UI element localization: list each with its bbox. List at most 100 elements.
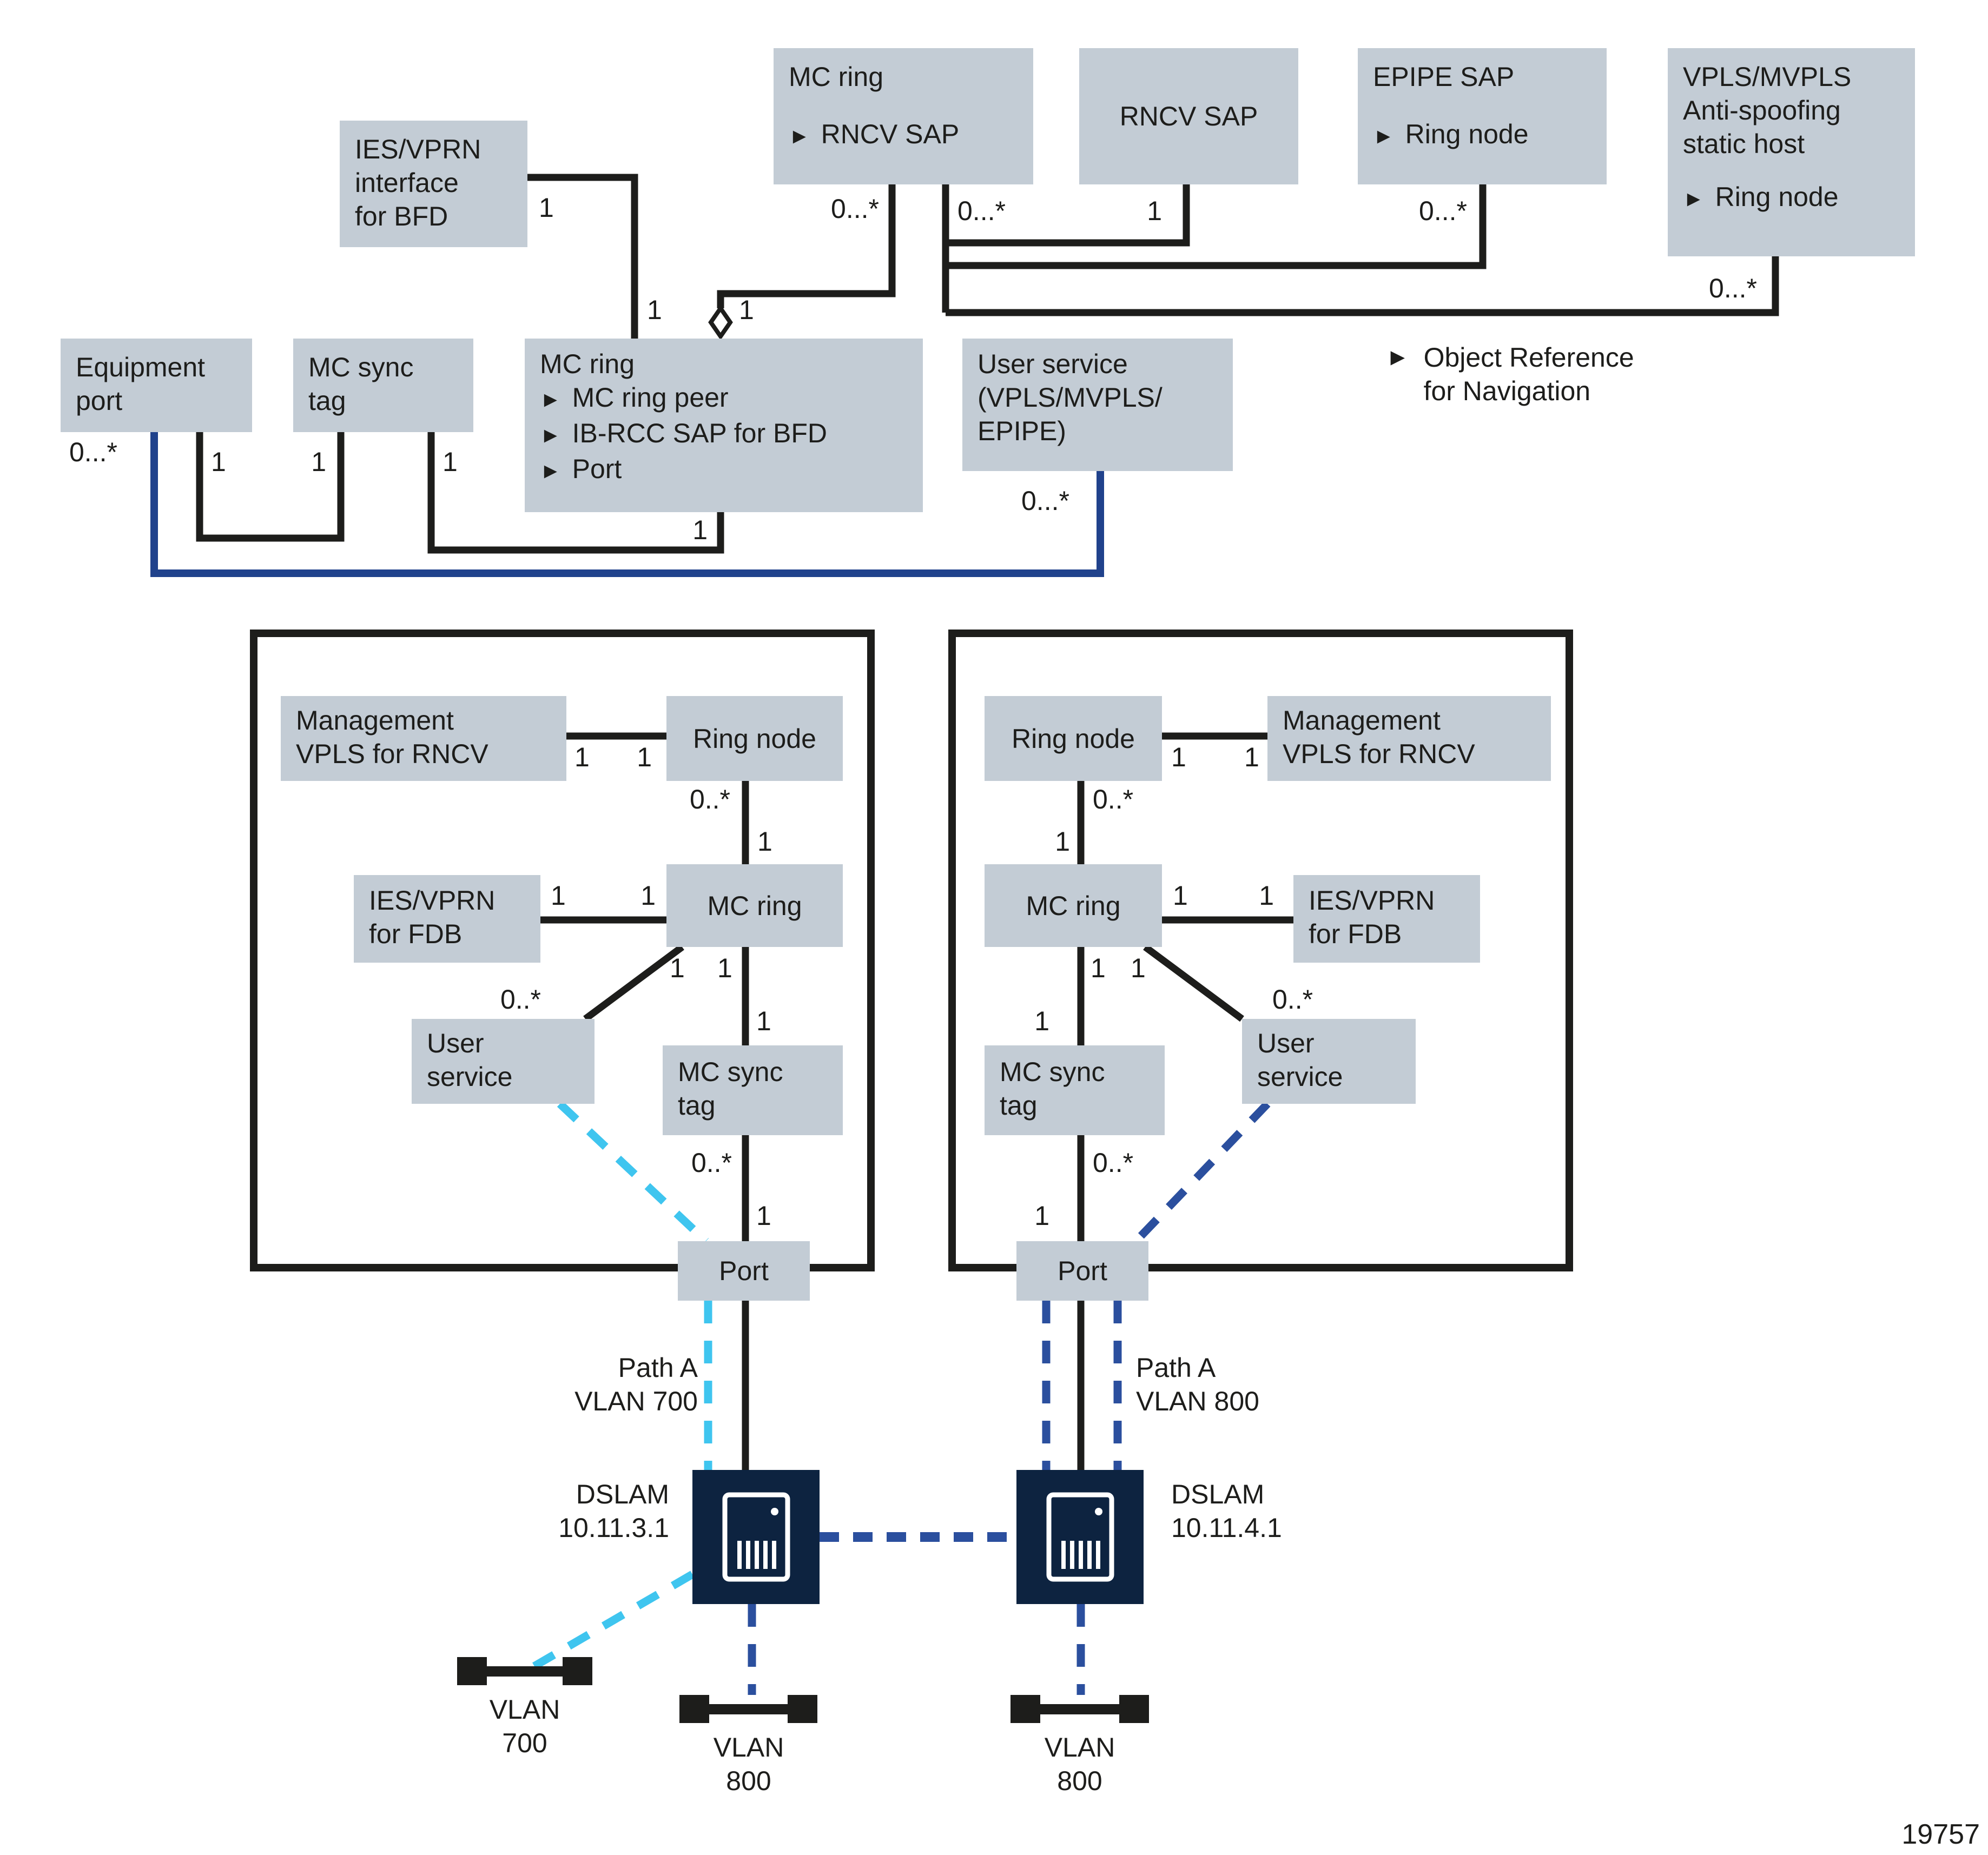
reference-label: IB-RCC SAP for BFD: [572, 418, 827, 448]
multiplicity-label: 1: [739, 295, 754, 325]
box-line: IES/VPRN: [1309, 885, 1435, 916]
node1-class-box-ring-node: Ring node: [666, 696, 843, 781]
reference-label: MC ring peer: [572, 382, 729, 413]
vlan-800-left-terminator-icon: [679, 1695, 817, 1723]
reference-label: Port: [572, 454, 622, 484]
class-box-ies-vprn-interface-for-bfd: IES/VPRN interface for BFD: [340, 121, 527, 247]
box-line: for BFD: [355, 201, 448, 231]
object-reference-arrow-icon: ►: [789, 124, 810, 148]
legend-line: for Navigation: [1423, 376, 1591, 406]
path-a-vlan-800-label: Path A VLAN 800: [1136, 1351, 1259, 1418]
box-line: IES/VPRN: [369, 885, 496, 916]
multiplicity-label: 0..*: [1093, 1148, 1134, 1178]
multiplicity-label: 0...*: [1021, 486, 1069, 516]
box-title: Port: [719, 1256, 769, 1286]
multiplicity-label: 1: [637, 742, 652, 772]
object-reference-row: ► Port: [540, 452, 912, 488]
vlan-800-right-label: VLAN 800: [1026, 1731, 1134, 1798]
box-title: Ring node: [693, 723, 816, 754]
node2-class-box-ring-node: Ring node: [985, 696, 1162, 781]
node2-class-box-port: Port: [1016, 1241, 1148, 1301]
box-line: Anti-spoofing: [1683, 95, 1841, 125]
multiplicity-label: 1: [692, 515, 708, 545]
vlan-700-label: VLAN 700: [471, 1693, 579, 1760]
multiplicity-label: 0..*: [1093, 784, 1134, 814]
box-line: tag: [1000, 1090, 1038, 1121]
box-line: Management: [1283, 705, 1441, 736]
box-line: User: [427, 1028, 484, 1058]
object-reference-row: ► Ring node: [1683, 180, 1904, 216]
multiplicity-label: 1: [1034, 1201, 1049, 1231]
box-line: tag: [308, 386, 346, 416]
path-label-line: Path A: [618, 1353, 698, 1383]
vlan-word: VLAN: [713, 1732, 784, 1763]
vlan-word: VLAN: [1044, 1732, 1115, 1763]
box-title: MC ring: [707, 890, 802, 921]
assoc-mc-ring-sap-to-mc-ring-aggregation-line: [717, 184, 896, 308]
multiplicity-label: 1: [311, 447, 326, 477]
object-reference-arrow-icon: ►: [1373, 124, 1395, 148]
class-box-equipment-port: Equipment port: [61, 339, 252, 432]
box-line: for FDB: [1309, 919, 1402, 949]
box-line: VPLS for RNCV: [1283, 739, 1475, 769]
multiplicity-label: 1: [539, 193, 554, 223]
box-line: MC sync: [678, 1057, 783, 1087]
path-label-line: Path A: [1136, 1353, 1216, 1383]
multiplicity-label: 0...*: [831, 194, 879, 224]
dslam1-to-vlan700-dashed-line: [530, 1571, 695, 1671]
multiplicity-label: 0..*: [1272, 984, 1313, 1015]
dslam-name: DSLAM: [1171, 1479, 1265, 1509]
multiplicity-label: 1: [1131, 953, 1146, 983]
multiplicity-label: 1: [1244, 742, 1259, 772]
object-reference-arrow-icon: ►: [540, 388, 562, 412]
path-label-line: VLAN 800: [1136, 1386, 1259, 1416]
node2-class-box-ies-vprn-fdb: IES/VPRN for FDB: [1293, 875, 1480, 963]
box-title: MC ring: [1026, 890, 1121, 921]
object-reference-arrow-icon: ►: [1683, 187, 1705, 211]
multiplicity-label: 1: [211, 447, 226, 477]
multiplicity-label: 1: [1091, 953, 1106, 983]
box-line: MC sync: [308, 352, 414, 382]
dslam1-label: DSLAM 10.11.3.1: [508, 1478, 669, 1545]
figure-number: 19757: [1901, 1819, 1980, 1850]
node1-class-box-mc-ring: MC ring: [666, 864, 843, 947]
multiplicity-label: 1: [717, 953, 732, 983]
multiplicity-label: 1: [1173, 880, 1188, 911]
multiplicity-label: 1: [1259, 880, 1274, 911]
node2-frame: [948, 630, 1573, 1271]
multiplicity-label: 1: [757, 826, 772, 857]
class-box-mc-ring-rncv-sap: MC ring ► RNCV SAP: [774, 48, 1033, 184]
class-box-vpls-antispoofing-static-host: VPLS/MVPLS Anti-spoofing static host ► R…: [1668, 48, 1915, 256]
vlan-800-right-terminator-icon: [1010, 1695, 1149, 1723]
reference-label: Ring node: [1715, 182, 1839, 212]
multiplicity-label: 0..*: [500, 984, 541, 1015]
vlan-number: 800: [1057, 1766, 1102, 1796]
class-box-user-service-top: User service (VPLS/MVPLS/ EPIPE): [962, 339, 1233, 471]
node1-class-box-ies-vprn-fdb: IES/VPRN for FDB: [354, 875, 540, 963]
box-title: Port: [1058, 1256, 1107, 1286]
object-reference-arrow-icon: ►: [540, 423, 562, 447]
box-line: interface: [355, 168, 459, 198]
legend-line: Object Reference: [1423, 342, 1634, 373]
object-reference-arrow-icon: ►: [540, 459, 562, 483]
multiplicity-label: 1: [1171, 742, 1186, 772]
multiplicity-label: 1: [574, 742, 590, 772]
box-line: (VPLS/MVPLS/: [978, 382, 1163, 413]
dslam-name: DSLAM: [576, 1479, 669, 1509]
box-line: service: [427, 1062, 513, 1092]
box-line: Equipment: [76, 352, 206, 382]
assoc-ies-bfd-to-mc-ring-line: [527, 174, 638, 339]
multiplicity-label: 1: [670, 953, 685, 983]
node1-user-service-to-port-dashed-line: [557, 1101, 709, 1244]
node2-class-box-mc-ring: MC ring: [985, 864, 1162, 947]
assoc-rncv-sap-line: [946, 184, 1190, 247]
multiplicity-label: 0...*: [957, 196, 1006, 226]
aggregation-diamond-icon: [708, 304, 733, 341]
box-title: RNCV SAP: [1119, 101, 1258, 131]
multiplicity-label: 0...*: [1709, 273, 1757, 303]
box-line: port: [76, 386, 123, 416]
multiplicity-label: 1: [442, 447, 458, 477]
vlan-word: VLAN: [489, 1694, 560, 1725]
object-reference-row: ► RNCV SAP: [789, 117, 1022, 153]
